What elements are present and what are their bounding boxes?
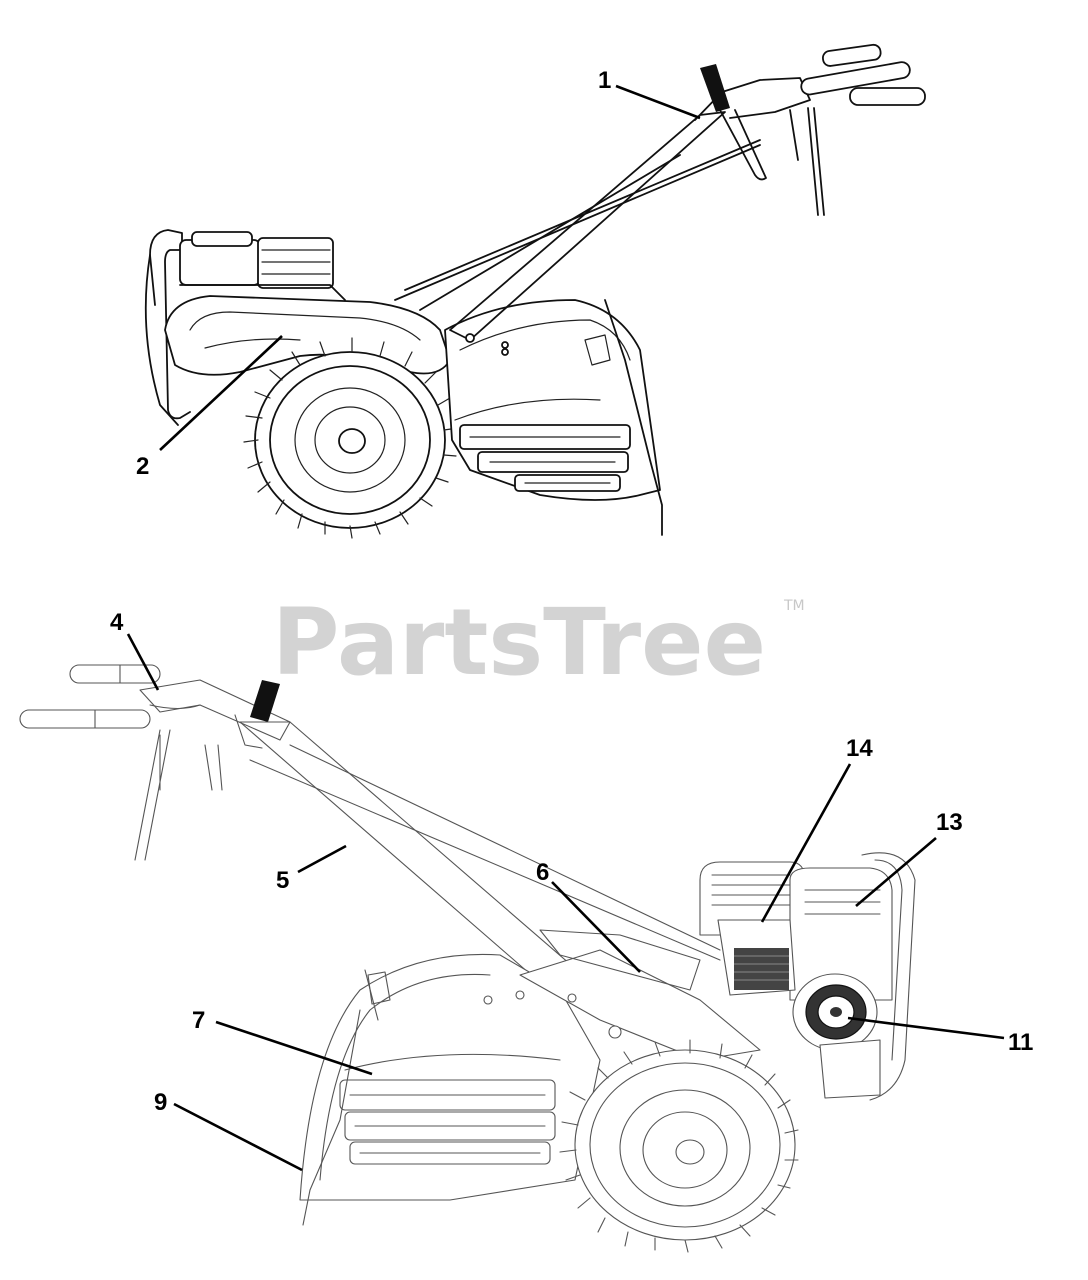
- callout-11: 11: [1008, 1029, 1033, 1056]
- watermark: PartsTree TM: [272, 589, 805, 696]
- tiller-top-view: [144, 43, 926, 539]
- callout-14: 14: [846, 735, 873, 762]
- leader-line-4: [126, 633, 160, 691]
- callout-4: 4: [110, 609, 124, 636]
- callout-5: 5: [276, 867, 289, 894]
- leader-line-5: [297, 844, 347, 874]
- leader-line-1: [615, 84, 701, 120]
- callout-9: 9: [154, 1089, 167, 1116]
- leader-line-2: [159, 335, 283, 451]
- leader-line-13: [855, 837, 937, 907]
- leader-lines: [126, 84, 1005, 1172]
- watermark-brand: PartsTree: [272, 589, 766, 696]
- callout-1: 1: [598, 67, 611, 94]
- leader-line-11: [847, 1016, 1005, 1040]
- leader-line-6: [551, 881, 641, 973]
- tiller-bottom-view: [19, 664, 916, 1253]
- leader-line-14: [760, 763, 852, 923]
- callout-2: 2: [136, 453, 149, 480]
- watermark-trademark: TM: [783, 598, 805, 614]
- leader-line-9: [173, 1102, 303, 1172]
- callout-13: 13: [936, 809, 963, 836]
- callout-labels: 1 2 4 5 6 7 9 11 13 14: [110, 67, 1033, 1116]
- leader-line-7: [215, 1020, 373, 1076]
- callout-7: 7: [192, 1007, 205, 1034]
- callout-6: 6: [536, 859, 549, 886]
